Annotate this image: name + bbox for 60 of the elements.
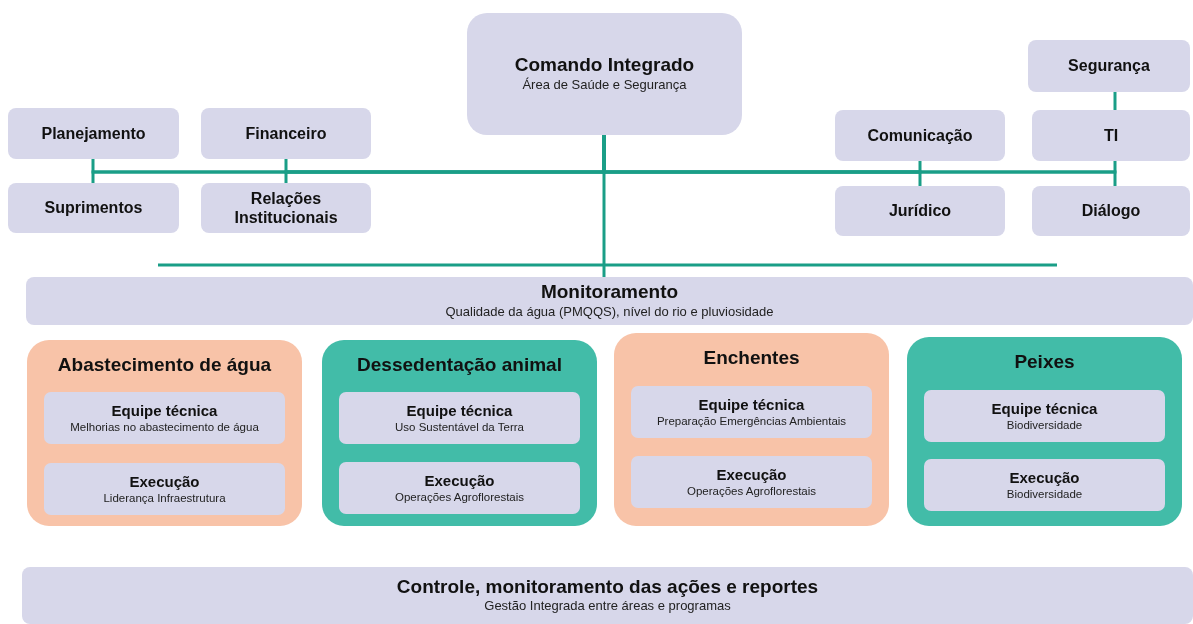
subtitle: Operações Agroflorestais [394, 489, 525, 505]
heading: Financeiro [245, 123, 327, 144]
subtitle: Biodiversidade [1006, 486, 1083, 502]
heading: Diálogo [1081, 201, 1141, 221]
heading: Monitoramento [540, 281, 679, 304]
subtitle: Biodiversidade [1006, 417, 1083, 433]
team-box [339, 392, 580, 444]
subtitle: Liderança Infraestrutura [103, 490, 226, 506]
program-panel [907, 337, 1182, 526]
heading: Comunicação [867, 125, 973, 146]
team-box [924, 390, 1165, 442]
heading: Equipe técnica [406, 401, 513, 420]
team-box [924, 459, 1165, 511]
department-box [1028, 40, 1190, 92]
department-box [1032, 110, 1190, 161]
heading: Planejamento [41, 123, 146, 144]
program-panel [322, 340, 597, 526]
team-box [44, 392, 285, 444]
subtitle: Uso Sustentável da Terra [395, 419, 524, 435]
heading: Execução [716, 465, 787, 484]
heading: Equipe técnica [111, 401, 218, 420]
team-box [631, 386, 872, 438]
heading: Jurídico [888, 201, 952, 221]
heading: Execução [129, 472, 200, 491]
subtitle: Operações Agroflorestais [686, 483, 817, 499]
subtitle: Melhorias no abastecimento de água [70, 419, 259, 435]
subtitle: Qualidade da água (PMQQS), nível do rio e pluviosidade [445, 303, 774, 321]
subtitle: Área de Saúde e Segurança [522, 76, 687, 94]
program-panel [614, 333, 889, 526]
connector-line [1113, 92, 1117, 110]
heading: Segurança [1068, 56, 1150, 76]
section-band [22, 567, 1193, 624]
team-box [339, 462, 580, 514]
heading: Enchentes [703, 347, 800, 370]
heading: TI [1103, 125, 1119, 146]
subtitle: Gestão Integrada entre áreas e programas [484, 598, 731, 616]
heading: Equipe técnica [991, 399, 1098, 418]
program-panel [27, 340, 302, 526]
subtitle: Preparação Emergências Ambientais [656, 413, 847, 429]
heading: Dessedentação animal [357, 354, 562, 377]
heading: Equipe técnica [698, 395, 805, 414]
department-box [835, 110, 1005, 161]
heading: Execução [1009, 468, 1080, 487]
command-box [467, 13, 742, 135]
heading: Comando Integrado [514, 54, 695, 77]
heading: Abastecimento de água [57, 354, 272, 377]
department-box [1032, 186, 1190, 236]
department-box [8, 108, 179, 159]
department-box [8, 183, 179, 233]
section-band [26, 277, 1193, 325]
heading: Suprimentos [44, 198, 143, 218]
department-box [201, 183, 371, 233]
heading: Controle, monitoramento das ações e reportes [396, 575, 819, 599]
department-box [201, 108, 371, 159]
heading: Relações Institucionais [233, 188, 339, 228]
team-box [631, 456, 872, 508]
heading: Execução [424, 471, 495, 490]
team-box [44, 463, 285, 515]
heading: Peixes [1014, 351, 1075, 374]
department-box [835, 186, 1005, 236]
